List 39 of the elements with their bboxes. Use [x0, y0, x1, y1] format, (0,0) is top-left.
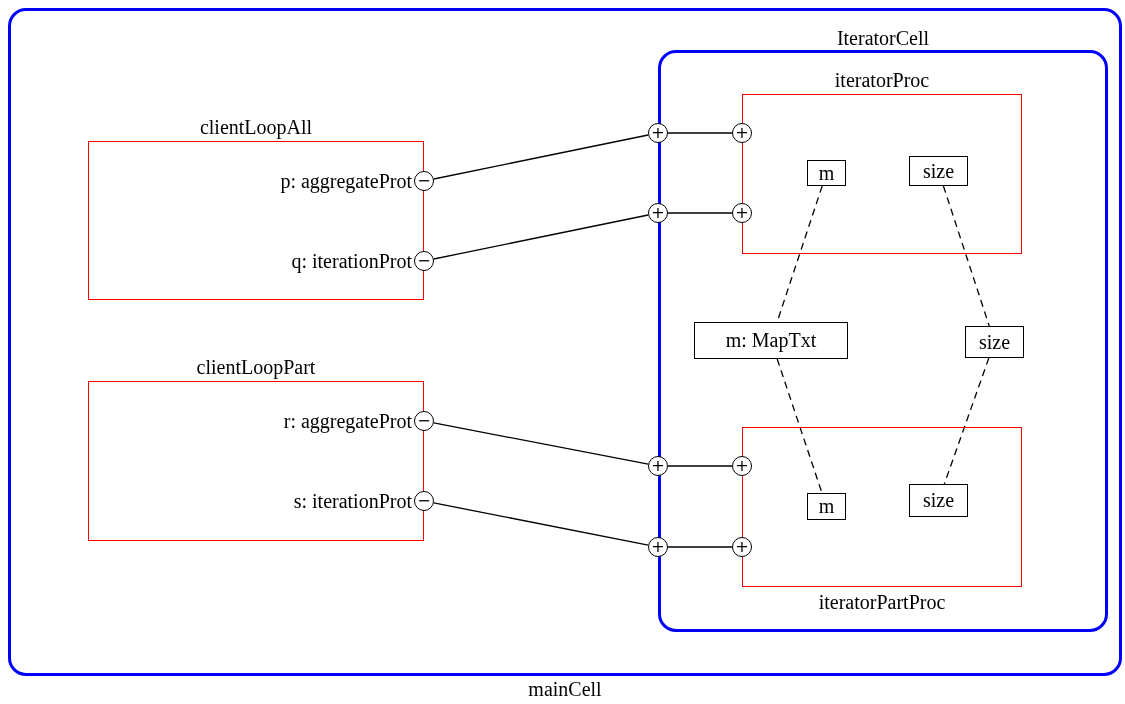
connector-line [433, 422, 649, 465]
port-sign: + [735, 125, 749, 141]
connector-line [433, 134, 649, 180]
port-sign: − [417, 413, 431, 429]
connector-line [433, 214, 649, 260]
variable-box: m [807, 160, 846, 186]
port-sign: + [651, 205, 665, 221]
box-title: clientLoopAll [199, 115, 313, 139]
connector-line [667, 132, 733, 134]
box-title: iteratorProc [834, 68, 930, 92]
variable-box: m [807, 493, 846, 520]
port-sign: + [651, 539, 665, 555]
box-title: clientLoopPart [196, 355, 316, 379]
port-sign: + [735, 458, 749, 474]
variable-box: size [965, 326, 1024, 358]
port-sign: + [735, 539, 749, 555]
dashed-link [776, 358, 823, 494]
connector-line [667, 465, 733, 467]
port-sign: + [735, 205, 749, 221]
port-sign: − [417, 493, 431, 509]
port-sign: + [651, 125, 665, 141]
variable-box: size [909, 156, 968, 186]
port-sign: − [417, 173, 431, 189]
port-sign: + [651, 458, 665, 474]
port-label: s: iterationProt [293, 489, 412, 513]
dashed-link [943, 357, 990, 485]
variable-box: m: MapTxt [694, 322, 848, 359]
port-sign: − [417, 253, 431, 269]
connector-line [667, 212, 733, 214]
dashed-link [942, 185, 990, 327]
box-title: mainCell [528, 677, 602, 701]
port-label: r: aggregateProt [283, 409, 412, 433]
box-title: iteratorPartProc [818, 590, 946, 614]
connector-line [433, 502, 649, 546]
box-title: IteratorCell [836, 26, 930, 50]
port-label: p: aggregateProt [280, 169, 412, 193]
port-label: q: iterationProt [291, 249, 412, 273]
variable-box: size [909, 484, 968, 517]
connector-line [667, 546, 733, 548]
